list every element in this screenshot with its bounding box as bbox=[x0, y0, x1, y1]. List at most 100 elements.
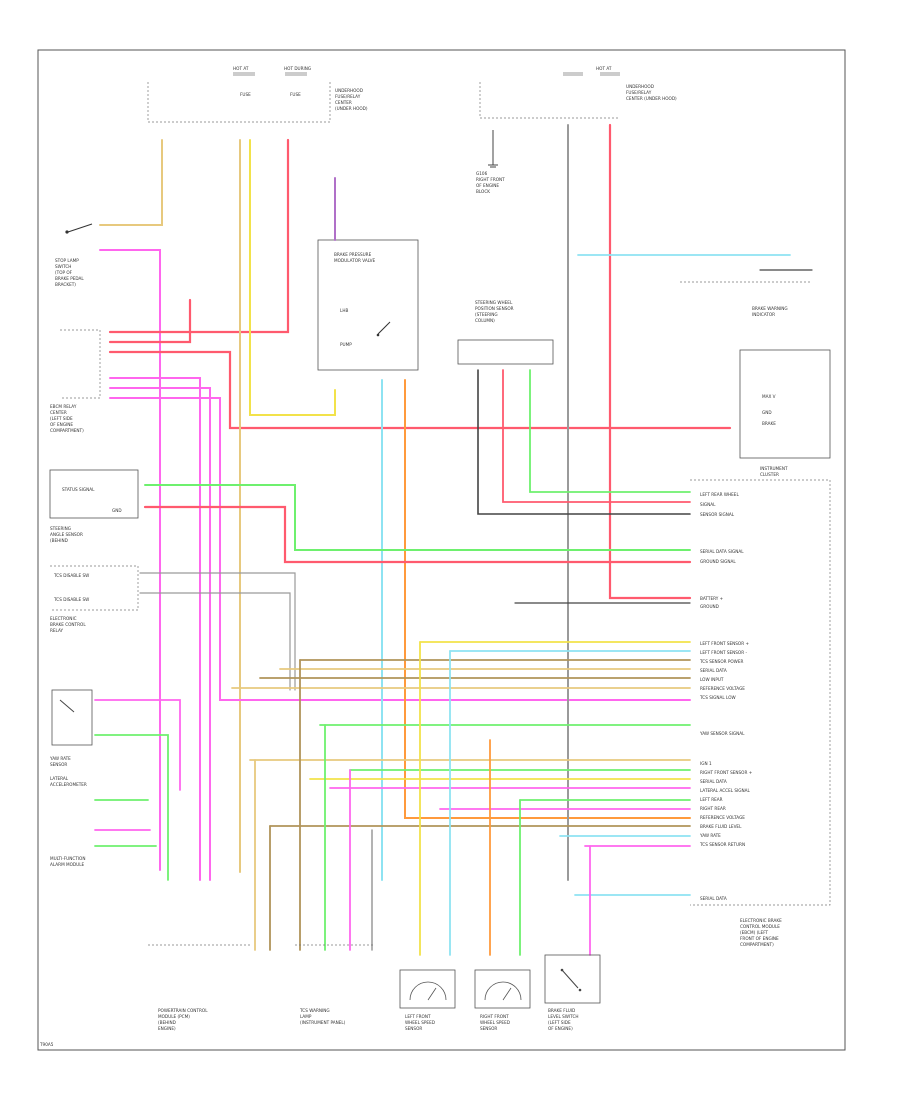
svg-text:ALARM MODULE: ALARM MODULE bbox=[50, 862, 85, 867]
ground-g106 bbox=[488, 130, 498, 168]
svg-text:(LEFT SIDE: (LEFT SIDE bbox=[548, 1020, 571, 1025]
instrument-cluster: BRAKE WARNING INDICATOR MAX V GND BRAKE … bbox=[680, 281, 831, 477]
bottom-connector-tcs: TCS WARNING LAMP (INSTRUMENT PANEL) bbox=[295, 944, 375, 1025]
svg-text:(LEFT SIDE: (LEFT SIDE bbox=[50, 416, 73, 421]
svg-text:SWITCH: SWITCH bbox=[55, 264, 71, 269]
svg-text:ENGINE): ENGINE) bbox=[158, 1026, 176, 1031]
svg-text:INSTRUMENT: INSTRUMENT bbox=[760, 466, 788, 471]
svg-text:LEVEL SWITCH: LEVEL SWITCH bbox=[548, 1014, 579, 1019]
svg-text:SENSOR SIGNAL: SENSOR SIGNAL bbox=[700, 512, 735, 517]
svg-text:PUMP: PUMP bbox=[340, 342, 352, 347]
svg-text:LAMP: LAMP bbox=[300, 1014, 312, 1019]
svg-text:POWERTRAIN CONTROL: POWERTRAIN CONTROL bbox=[158, 1008, 208, 1013]
svg-text:RIGHT FRONT: RIGHT FRONT bbox=[480, 1014, 509, 1019]
svg-text:ACCELEROMETER: ACCELEROMETER bbox=[50, 782, 87, 787]
svg-text:RIGHT FRONT: RIGHT FRONT bbox=[476, 177, 505, 182]
svg-text:TCS SENSOR RETURN: TCS SENSOR RETURN bbox=[699, 842, 745, 847]
svg-text:MAX V: MAX V bbox=[762, 394, 776, 399]
svg-text:RIGHT REAR: RIGHT REAR bbox=[700, 806, 726, 811]
svg-text:REFERENCE VOLTAGE: REFERENCE VOLTAGE bbox=[700, 815, 745, 820]
ebcm-connector: LEFT REAR WHEEL SIGNAL SENSOR SIGNAL SER… bbox=[690, 479, 831, 947]
svg-text:RELAY: RELAY bbox=[50, 628, 64, 633]
svg-text:LATERAL: LATERAL bbox=[50, 776, 69, 781]
svg-text:(BEHIND: (BEHIND bbox=[158, 1020, 176, 1025]
svg-text:SENSOR: SENSOR bbox=[50, 762, 67, 767]
svg-text:MODULE (PCM): MODULE (PCM) bbox=[158, 1014, 190, 1019]
svg-text:STEERING WHEEL: STEERING WHEEL bbox=[475, 300, 513, 305]
corner-code: T90A5 bbox=[39, 1042, 54, 1047]
svg-text:CENTER (UNDER HOOD): CENTER (UNDER HOOD) bbox=[626, 96, 677, 101]
svg-text:COLUMN): COLUMN) bbox=[475, 318, 495, 323]
right-front-wheel-sensor: RIGHT FRONT WHEEL SPEED SENSOR bbox=[474, 969, 531, 1031]
svg-text:BRAKE FLUID: BRAKE FLUID bbox=[548, 1008, 575, 1013]
svg-text:UNDERHOOD: UNDERHOOD bbox=[335, 88, 363, 93]
svg-text:CENTER: CENTER bbox=[335, 100, 352, 105]
svg-text:MODULATOR VALVE: MODULATOR VALVE bbox=[334, 258, 375, 263]
svg-text:REFERENCE VOLTAGE: REFERENCE VOLTAGE bbox=[700, 686, 745, 691]
svg-text:(INSTRUMENT PANEL): (INSTRUMENT PANEL) bbox=[300, 1020, 346, 1025]
svg-text:LEFT FRONT SENSOR +: LEFT FRONT SENSOR + bbox=[700, 641, 749, 646]
svg-text:BRAKE PRESSURE: BRAKE PRESSURE bbox=[334, 252, 372, 257]
svg-text:YAW RATE: YAW RATE bbox=[699, 833, 721, 838]
ebcm-relay-box: EBCM RELAY CENTER (LEFT SIDE OF ENGINE C… bbox=[50, 329, 101, 433]
svg-text:BRAKE CONTROL: BRAKE CONTROL bbox=[50, 622, 86, 627]
svg-text:BRAKE WARNING: BRAKE WARNING bbox=[752, 306, 788, 311]
svg-text:GROUND: GROUND bbox=[700, 604, 719, 609]
svg-text:LHB: LHB bbox=[340, 308, 348, 313]
svg-text:GROUND SIGNAL: GROUND SIGNAL bbox=[700, 559, 736, 564]
brake-switch: STOP LAMP SWITCH (TOP OF BRAKE PEDAL BRA… bbox=[55, 223, 93, 287]
svg-text:SERIAL DATA SIGNAL: SERIAL DATA SIGNAL bbox=[700, 549, 744, 554]
svg-text:BLOCK: BLOCK bbox=[476, 189, 490, 194]
svg-text:TCS SENSOR POWER: TCS SENSOR POWER bbox=[699, 659, 743, 664]
svg-text:OF ENGINE: OF ENGINE bbox=[50, 422, 73, 427]
svg-text:BRAKE FLUID LEVEL: BRAKE FLUID LEVEL bbox=[700, 824, 742, 829]
svg-text:BRACKET): BRACKET) bbox=[55, 282, 76, 287]
svg-text:TCS WARNING: TCS WARNING bbox=[299, 1008, 330, 1013]
svg-text:(UNDER HOOD): (UNDER HOOD) bbox=[335, 106, 368, 111]
svg-text:OF ENGINE): OF ENGINE) bbox=[548, 1026, 573, 1031]
steering-angle-sensor: STEERING WHEEL POSITION SENSOR (STEERING… bbox=[457, 300, 554, 365]
svg-text:SENSOR: SENSOR bbox=[405, 1026, 422, 1031]
svg-text:COMPARTMENT): COMPARTMENT) bbox=[740, 942, 774, 947]
svg-text:UNDERHOOD: UNDERHOOD bbox=[626, 84, 654, 89]
svg-text:LEFT REAR: LEFT REAR bbox=[700, 797, 723, 802]
svg-text:CLUSTER: CLUSTER bbox=[760, 472, 779, 477]
svg-text:TCS DISABLE SW: TCS DISABLE SW bbox=[53, 597, 89, 602]
svg-text:FUSE/RELAY: FUSE/RELAY bbox=[626, 90, 652, 95]
svg-text:COMPARTMENT): COMPARTMENT) bbox=[50, 428, 84, 433]
svg-text:ELECTRONIC: ELECTRONIC bbox=[50, 616, 77, 621]
svg-text:TCS DISABLE SW: TCS DISABLE SW bbox=[53, 573, 89, 578]
svg-text:SERIAL DATA: SERIAL DATA bbox=[700, 668, 727, 673]
svg-text:(STEERING: (STEERING bbox=[475, 312, 498, 317]
svg-text:(BEHIND: (BEHIND bbox=[50, 538, 68, 543]
svg-text:HOT AT: HOT AT bbox=[596, 66, 612, 71]
svg-text:SENSOR: SENSOR bbox=[480, 1026, 497, 1031]
bottom-connector-ebcm: POWERTRAIN CONTROL MODULE (PCM) (BEHIND … bbox=[148, 944, 252, 1031]
svg-text:FUSE: FUSE bbox=[240, 92, 251, 97]
svg-text:LOW INPUT: LOW INPUT bbox=[700, 677, 724, 682]
svg-text:ANGLE SENSOR: ANGLE SENSOR bbox=[50, 532, 83, 537]
svg-text:BATTERY +: BATTERY + bbox=[700, 596, 724, 601]
brake-fluid-switch: BRAKE FLUID LEVEL SWITCH (LEFT SIDE OF E… bbox=[544, 954, 601, 1031]
diagram-frame bbox=[37, 49, 846, 1051]
svg-text:IGN 1: IGN 1 bbox=[700, 761, 712, 766]
svg-text:(EBCM) (LEFT: (EBCM) (LEFT bbox=[740, 930, 769, 935]
svg-text:CONTROL MODULE: CONTROL MODULE bbox=[740, 924, 780, 929]
fuse-block-left: HOT AT HOT DURING FUSE FUSE UNDERHOOD FU… bbox=[147, 66, 368, 123]
svg-text:LEFT FRONT SENSOR -: LEFT FRONT SENSOR - bbox=[700, 650, 747, 655]
svg-text:G106: G106 bbox=[476, 171, 488, 176]
svg-text:MULTI-FUNCTION: MULTI-FUNCTION bbox=[50, 856, 86, 861]
svg-text:LATERAL ACCEL SIGNAL: LATERAL ACCEL SIGNAL bbox=[700, 788, 751, 793]
svg-text:FUSE: FUSE bbox=[290, 92, 301, 97]
svg-text:FUSE/RELAY: FUSE/RELAY bbox=[335, 94, 361, 99]
svg-text:YAW RATE: YAW RATE bbox=[49, 756, 71, 761]
svg-text:RIGHT FRONT SENSOR +: RIGHT FRONT SENSOR + bbox=[700, 770, 753, 775]
svg-text:STATUS SIGNAL: STATUS SIGNAL bbox=[62, 487, 95, 492]
svg-text:STEERING: STEERING bbox=[50, 526, 71, 531]
svg-text:WHEEL SPEED: WHEEL SPEED bbox=[405, 1020, 435, 1025]
svg-text:LEFT FRONT: LEFT FRONT bbox=[405, 1014, 431, 1019]
svg-text:OF ENGINE: OF ENGINE bbox=[476, 183, 499, 188]
svg-text:WHEEL SPEED: WHEEL SPEED bbox=[480, 1020, 510, 1025]
svg-text:GND: GND bbox=[762, 410, 772, 415]
svg-text:SIGNAL: SIGNAL bbox=[700, 502, 716, 507]
